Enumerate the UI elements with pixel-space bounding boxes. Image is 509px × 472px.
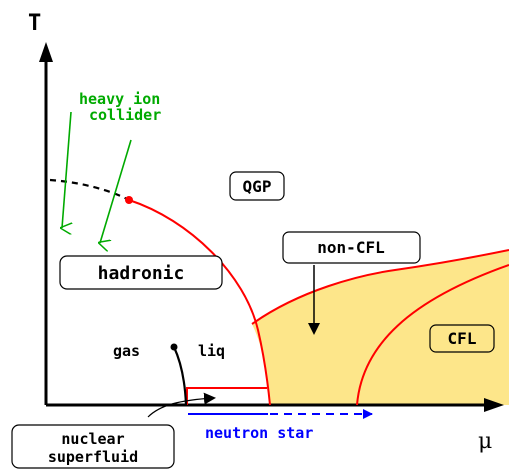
x-axis-label: μ [478, 429, 492, 454]
qgp-label: QGP [243, 177, 272, 196]
hadronic-label-box [59, 255, 223, 290]
critical-point [125, 196, 133, 204]
cfl-label: CFL [448, 329, 477, 348]
hadron-qgp-boundary [128, 199, 271, 406]
heavy-ion-label-line2: collider [89, 106, 161, 124]
liquid-gas-critical-point [170, 343, 178, 351]
non-cfl-label: non-CFL [317, 238, 384, 257]
qgp-label-box [229, 171, 285, 201]
superfluid-label: superfluid [48, 448, 138, 466]
y-axis-label: T [28, 11, 41, 36]
x-axis-arrowhead [484, 398, 504, 412]
nuclear-superfluid-label-box [11, 424, 175, 469]
liq-label: liq [198, 342, 225, 360]
cfl-label-box [429, 324, 495, 353]
non-cfl-upper-boundary [251, 249, 509, 325]
nuclear-superfluid-boundary [186, 387, 267, 405]
cfl-boundary [356, 264, 509, 406]
heavy-ion-arrow-2 [100, 139, 132, 243]
y-axis-arrowhead [39, 42, 53, 62]
gas-label: gas [113, 342, 140, 360]
neutron-star-label: neutron star [205, 424, 313, 442]
heavy-ion-label-line1: heavy ion [79, 90, 160, 108]
non-cfl-label-box [282, 231, 421, 264]
cfl-region-fill [252, 250, 509, 405]
crossover-dashed-line [49, 178, 130, 201]
liquid-gas-line [173, 346, 188, 406]
hadronic-label: hadronic [98, 263, 185, 284]
nuclear-superfluid-arrow [147, 392, 216, 418]
nuclear-label: nuclear [61, 430, 124, 448]
heavy-ion-arrow-1 [62, 111, 71, 228]
